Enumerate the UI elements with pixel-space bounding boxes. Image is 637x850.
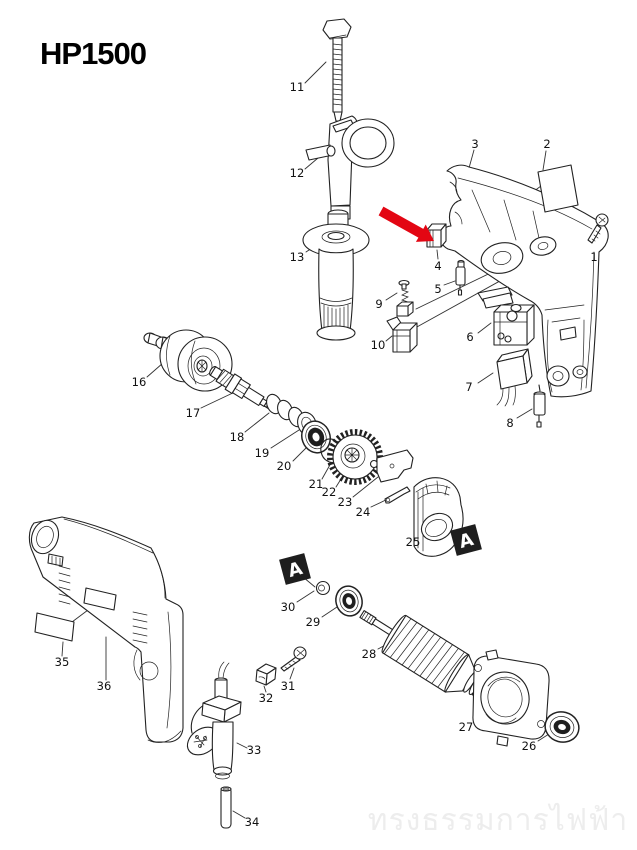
callout-19: 19 (255, 446, 270, 460)
marker-a-right: A (450, 524, 482, 556)
callout-5: 5 (434, 282, 441, 296)
part-7-capacitor-drawing (496, 348, 533, 407)
part-20-bearing-drawing (301, 420, 331, 454)
part-9-brush-drawing (396, 279, 414, 317)
callout-10: 10 (371, 338, 386, 352)
callout-20: 20 (277, 459, 292, 473)
callout-29: 29 (306, 615, 321, 629)
callout-21: 21 (309, 477, 324, 491)
callout-6: 6 (466, 330, 473, 344)
callout-18: 18 (230, 430, 245, 444)
callout-23: 23 (338, 495, 353, 509)
part-32-clamp-drawing (255, 663, 277, 686)
part-2-plate-drawing (537, 164, 579, 213)
part-35-label-drawing (34, 612, 75, 642)
callout-12: 12 (290, 166, 305, 180)
part-13-grip-drawing (302, 209, 370, 341)
callout-34: 34 (245, 815, 260, 829)
callout-4: 4 (434, 259, 441, 273)
marker-a-right-label: A (457, 529, 476, 553)
part-27-stator-drawing (472, 649, 550, 747)
callout-9: 9 (375, 297, 382, 311)
callout-28: 28 (362, 647, 377, 661)
callout-3: 3 (471, 137, 478, 151)
part-8-pin-drawing (533, 384, 546, 428)
page-title: HP1500 (40, 36, 146, 71)
callout-13: 13 (290, 250, 305, 264)
callout-26: 26 (522, 739, 537, 753)
part-25-bearing-box-drawing (413, 477, 464, 557)
part-18-washers-drawing (266, 393, 304, 428)
callout-25: 25 (406, 535, 421, 549)
callout-32: 32 (259, 691, 274, 705)
marker-a-left-label: A (286, 558, 305, 582)
part-36-body-drawing (28, 516, 184, 743)
callout-17: 17 (186, 406, 201, 420)
part-34-tube-drawing (220, 786, 232, 829)
callout-36: 36 (97, 679, 112, 693)
callout-1: 1 (590, 250, 597, 264)
callout-31: 31 (281, 679, 296, 693)
marker-a-left: A (279, 553, 311, 585)
callout-33: 33 (247, 743, 262, 757)
part-33-cord-drawing (186, 661, 242, 780)
part-31-screw-drawing (280, 646, 307, 672)
part-30-sleeve-drawing (315, 580, 331, 596)
callout-35: 35 (55, 655, 70, 669)
part-11-bolt-drawing (322, 18, 352, 122)
red-arrow (378, 206, 434, 242)
part-16-chuck-drawing (143, 329, 233, 392)
part-10-brush-holder-drawing (386, 316, 418, 353)
part-17-spindle-drawing (209, 366, 276, 412)
callout-30: 30 (281, 600, 296, 614)
part-1-screw-drawing (587, 213, 609, 244)
callout-11: 11 (290, 80, 305, 94)
part-24-lever-drawing (384, 486, 411, 504)
callout-22: 22 (322, 485, 337, 499)
watermark-text: ทรงธรรมการไฟฟ้า (368, 802, 628, 838)
part-3-housing-drawing (439, 164, 609, 398)
callout-27: 27 (459, 720, 474, 734)
callout-2: 2 (543, 137, 550, 151)
callout-7: 7 (465, 380, 472, 394)
part-29-bearing-drawing (335, 585, 363, 617)
callout-labels: 1 2 3 4 5 6 7 8 9 10 11 12 13 16 17 18 1… (55, 80, 598, 829)
part-23-plate-drawing (369, 449, 414, 483)
callout-16: 16 (132, 375, 147, 389)
part-12-bracket-drawing (305, 115, 395, 220)
callout-8: 8 (506, 416, 513, 430)
callout-24: 24 (356, 505, 371, 519)
part-6-switch-drawing (477, 286, 535, 346)
part-5-pin-drawing (455, 259, 466, 296)
part-26-bearing-drawing (544, 711, 580, 743)
part-22-gear-drawing (327, 429, 383, 485)
